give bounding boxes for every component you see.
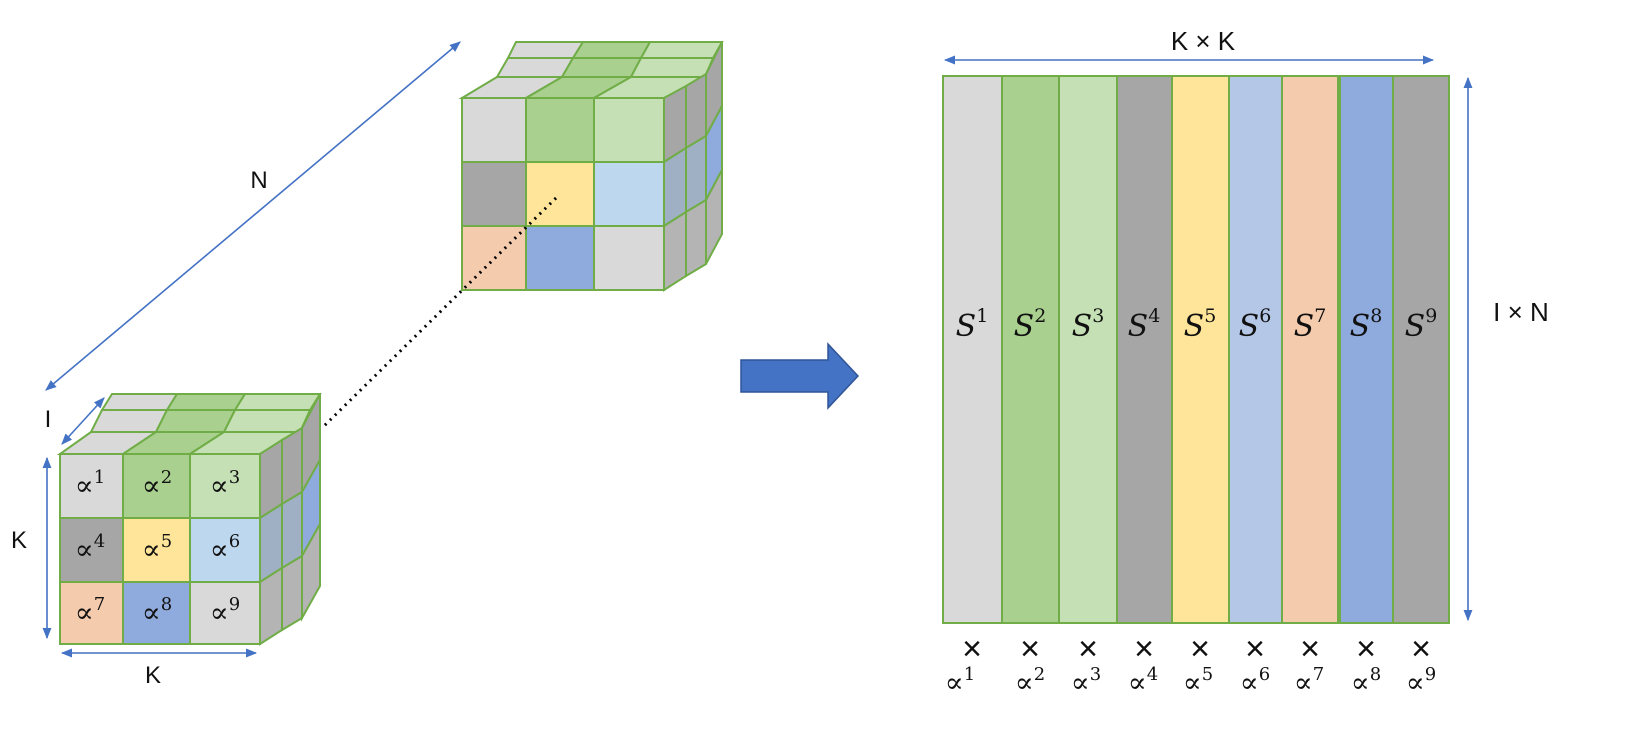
near-cube-top-face (56, 393, 322, 455)
times-symbol-2: × (1020, 630, 1040, 668)
column-label-4: S4 (1128, 305, 1161, 344)
depth-dotted-line (320, 196, 558, 430)
multiplier-4: ∝4 (1128, 664, 1158, 699)
kxk-label: K × K (1171, 26, 1236, 56)
n-arrow (45, 41, 461, 391)
times-symbol-3: × (1078, 630, 1098, 668)
multiplier-8: ∝8 (1351, 664, 1381, 699)
near-cube-alpha-labels: ∝1 ∝2 ∝3 ∝4 ∝5 ∝6 ∝7 ∝8 ∝9 (75, 467, 240, 629)
matrix-columns (942, 75, 1450, 624)
cube-alpha-8: ∝8 (142, 594, 172, 629)
column-label-2: S2 (1014, 305, 1047, 344)
matrix-column-7 (1281, 75, 1339, 624)
cube-alpha-2: ∝2 (142, 467, 172, 502)
matrix-column-4 (1116, 75, 1173, 624)
k-left-label: K (11, 527, 27, 554)
cube-alpha-7: ∝7 (75, 594, 105, 629)
transform-arrow-icon (740, 342, 860, 410)
multiplier-1: ∝1 (945, 664, 975, 699)
i-arrow (61, 397, 105, 445)
matrix-column-3 (1058, 75, 1118, 624)
column-label-7: S7 (1294, 305, 1327, 344)
matrix-column-8 (1339, 75, 1394, 624)
times-symbol-7: × (1300, 630, 1320, 668)
far-cube (458, 41, 724, 292)
times-symbols: × × × × × × × × × (962, 630, 1431, 668)
times-symbol-4: × (1134, 630, 1154, 668)
i-label: I (45, 406, 52, 433)
multiplier-3: ∝3 (1071, 664, 1101, 699)
matrix-column-5 (1171, 75, 1230, 624)
far-cube-side-face (663, 41, 723, 292)
near-cube-side-face (259, 393, 321, 646)
ixn-label: I × N (1493, 297, 1549, 327)
far-cube-front-face (461, 97, 665, 291)
matrix-column-2 (1001, 75, 1060, 624)
times-symbol-6: × (1245, 630, 1265, 668)
cube-alpha-1: ∝1 (75, 467, 105, 502)
column-label-5: S5 (1184, 305, 1217, 344)
multiplier-9: ∝9 (1406, 664, 1436, 699)
n-label: N (250, 167, 267, 194)
times-symbol-1: × (962, 630, 982, 668)
cube-alpha-9: ∝9 (210, 594, 240, 629)
cube-alpha-5: ∝5 (142, 531, 172, 566)
multiplier-labels: ∝1 ∝2 ∝3 ∝4 ∝5 ∝6 ∝7 ∝8 ∝9 (945, 664, 1436, 699)
cube-alpha-3: ∝3 (210, 467, 240, 502)
k-bottom-label: K (145, 662, 161, 689)
matrix-column-9 (1392, 75, 1450, 624)
multiplier-6: ∝6 (1240, 664, 1270, 699)
matrix-column-1 (942, 75, 1003, 624)
matrix-column-labels: S1 S2 S3 S4 S5 S6 S7 S8 S9 (956, 305, 1438, 344)
times-symbol-9: × (1411, 630, 1431, 668)
column-label-6: S6 (1239, 305, 1272, 344)
column-label-1: S1 (956, 305, 989, 344)
times-symbol-5: × (1190, 630, 1210, 668)
multiplier-5: ∝5 (1183, 664, 1213, 699)
column-label-3: S3 (1072, 305, 1105, 344)
matrix-column-6 (1228, 75, 1283, 624)
times-symbol-8: × (1356, 630, 1376, 668)
column-label-9: S9 (1405, 305, 1438, 344)
column-label-8: S8 (1350, 305, 1383, 344)
cube-alpha-4: ∝4 (75, 531, 105, 566)
multiplier-2: ∝2 (1015, 664, 1045, 699)
cube-alpha-6: ∝6 (210, 531, 240, 566)
multiplier-7: ∝7 (1294, 664, 1324, 699)
near-cube-front-face (59, 453, 261, 645)
near-cube: ∝1 ∝2 ∝3 ∝4 ∝5 ∝6 ∝7 ∝8 ∝9 (56, 393, 322, 646)
